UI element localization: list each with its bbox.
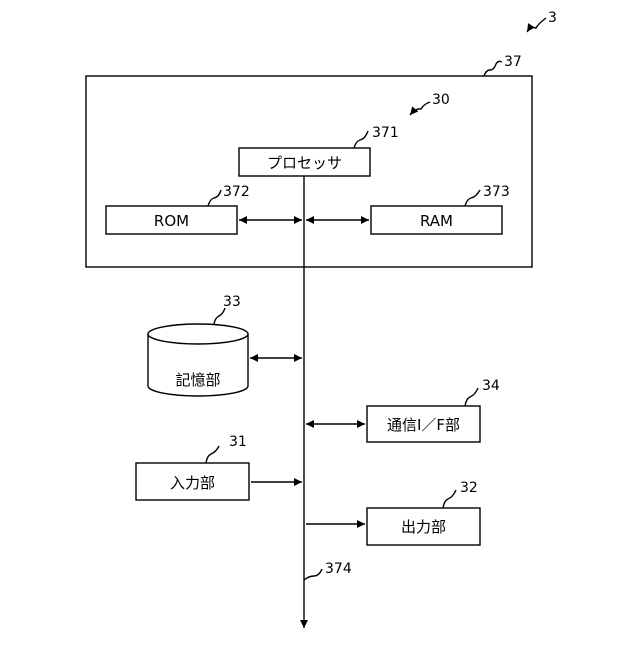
computer-leader <box>484 61 502 76</box>
comm-if-label: 通信I／F部 <box>387 416 460 434</box>
rom-label: ROM <box>154 212 189 230</box>
comm-if-ref-label: 34 <box>482 378 500 394</box>
processor-ref-label: 371 <box>372 125 399 141</box>
bus-ref-label: 374 <box>325 561 352 577</box>
output-unit-ref-label: 32 <box>460 480 478 496</box>
output-unit-label: 出力部 <box>401 518 446 536</box>
rom-ref-label: 372 <box>223 184 250 200</box>
ram-ref-label: 373 <box>483 184 510 200</box>
ram-label: RAM <box>420 212 453 230</box>
input-unit-leader <box>206 446 219 463</box>
input-unit-ref-label: 31 <box>229 434 247 450</box>
input-unit-label: 入力部 <box>170 474 215 492</box>
storage-leader <box>214 308 225 324</box>
bus-leader <box>304 569 322 580</box>
computer-ref-label: 37 <box>504 54 522 70</box>
control-unit-ref-label: 30 <box>432 92 450 108</box>
output-unit-leader <box>443 490 456 508</box>
comm-if-leader <box>465 388 478 406</box>
figure-ref-arrow <box>527 18 546 32</box>
processor-label: プロセッサ <box>267 154 342 172</box>
figure-ref-label: 3 <box>548 10 557 26</box>
storage-ref-label: 33 <box>223 294 241 310</box>
storage-label: 記憶部 <box>175 371 220 389</box>
